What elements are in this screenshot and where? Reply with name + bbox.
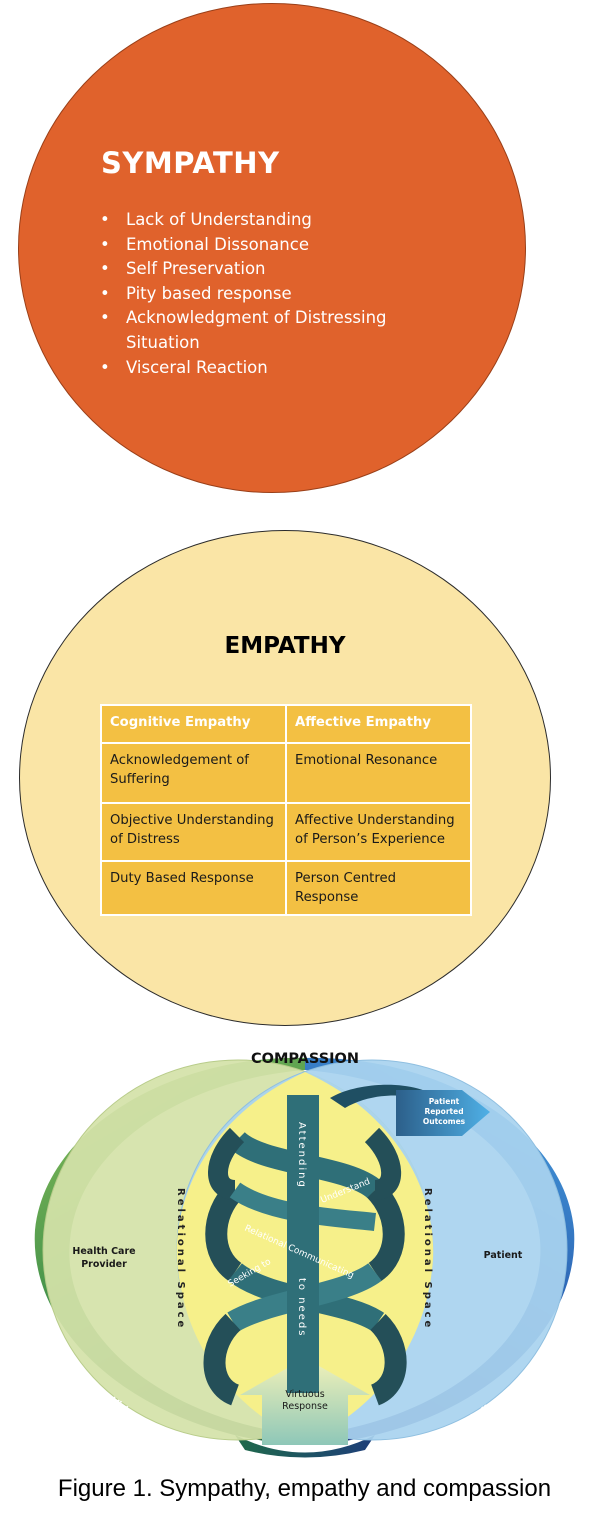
table-header-row: Cognitive Empathy Affective Empathy	[100, 704, 472, 744]
sympathy-item: •Visceral Reaction	[100, 356, 430, 381]
patient-label: Patient	[484, 1250, 523, 1261]
sympathy-circle	[18, 3, 526, 493]
relational-space-right: Relational Space	[422, 1188, 433, 1330]
outcomes-arrowhead	[396, 1090, 490, 1136]
table-cell: Affective Understanding of Person’s Expe…	[285, 802, 472, 862]
sympathy-item: •Pity based response	[100, 282, 430, 307]
bullet-icon: •	[100, 283, 110, 303]
figure-caption: Figure 1. Sympathy, empathy and compassi…	[57, 1475, 552, 1502]
provider-label-line1: Health Care	[72, 1246, 135, 1257]
table-row: Duty Based Response Person Centred Respo…	[100, 860, 472, 916]
table-header-cognitive: Cognitive Empathy	[100, 704, 287, 744]
base-band	[235, 1435, 375, 1458]
helix-attending: Attending	[296, 1122, 307, 1189]
relational-space-left: Relational Space	[175, 1188, 186, 1330]
table-cell: Objective Understanding of Distress	[100, 802, 287, 862]
empathy-title: EMPATHY	[224, 633, 346, 659]
compassion-title: COMPASSION	[251, 1051, 359, 1067]
bullet-icon: •	[100, 210, 110, 229]
sympathy-title: SYMPATHY	[101, 146, 280, 180]
empathy-table: Cognitive Empathy Affective Empathy Ackn…	[100, 704, 472, 916]
table-row: Acknowledgement of Suffering Emotional R…	[100, 742, 472, 804]
table-cell: Duty Based Response	[100, 860, 287, 916]
virtuous-response-line2: Response	[282, 1401, 328, 1412]
bullet-icon: •	[100, 234, 110, 254]
outcomes-line2: Reported	[424, 1107, 463, 1116]
helix-to-needs: to needs	[296, 1278, 307, 1337]
sympathy-list: •Lack of Understanding •Emotional Disson…	[100, 208, 430, 380]
provider-label-line2: Provider	[81, 1259, 127, 1270]
outcomes-line1: Patient	[429, 1097, 460, 1106]
table-cell: Acknowledgement of Suffering	[100, 742, 287, 804]
sympathy-item: •Self Preservation	[100, 257, 430, 282]
helix	[203, 1095, 407, 1406]
outcomes-line3: Outcomes	[423, 1117, 466, 1126]
table-header-affective: Affective Empathy	[285, 704, 472, 744]
sympathy-item: •Acknowledgment of Distressing Situation	[100, 308, 387, 352]
bullet-icon: •	[100, 308, 110, 328]
sympathy-item: •Emotional Dissonance	[100, 233, 430, 258]
table-cell: Emotional Resonance	[285, 742, 472, 804]
compassion-diagram: COMPASSION Health Care Provider Patient …	[34, 1051, 575, 1458]
sympathy-item: •Lack of Understanding	[100, 208, 430, 233]
table-cell: Person Centred Response	[285, 860, 472, 916]
table-row: Objective Understanding of Distress Affe…	[100, 802, 472, 862]
bullet-icon: •	[100, 357, 110, 377]
virtuous-response-line1: Virtuous	[285, 1389, 324, 1400]
bullet-icon: •	[100, 259, 110, 279]
virtuous-response-arrow	[240, 1358, 370, 1445]
